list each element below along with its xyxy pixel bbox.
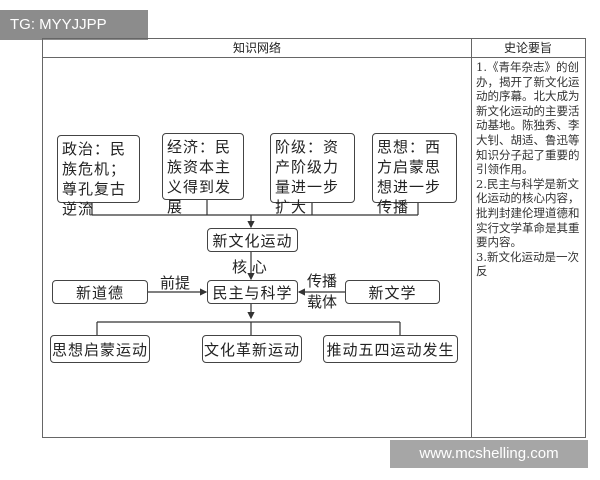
summary-text: 1.《青年杂志》的创办，揭开了新文化运动的序幕。北大成为新文化运动的主要活动基地… <box>476 60 580 279</box>
watermark-top: TG: MYYJJPP <box>0 10 148 40</box>
background-politics-box: 政治：民族危机；尊孔复古逆流 <box>57 135 140 218</box>
premise-label: 前提 <box>160 274 191 292</box>
knowledge-table: 知识网络 史论要旨 1.《青年杂志》的创办，揭开了新文化运动的序幕。北大成为新文… <box>42 38 586 438</box>
democracy-science-box: 民主与科学 <box>207 280 298 304</box>
new-morality-box: 新道德 <box>52 280 148 304</box>
header-history-summary: 史论要旨 <box>471 39 585 58</box>
carrier-label: 载体 <box>307 293 338 311</box>
column-divider <box>471 57 472 437</box>
background-class-box: 阶级：资产阶级力量进一步扩大 <box>270 133 355 216</box>
header-knowledge-network: 知识网络 <box>43 39 472 58</box>
new-literature-box: 新文学 <box>345 280 440 304</box>
new-culture-movement-box: 新文化运动 <box>207 228 298 252</box>
outcome-culture-reform-box: 文化革新运动 <box>202 335 302 363</box>
outcome-enlightenment-box: 思想启蒙运动 <box>50 335 150 363</box>
outcome-may-fourth-box: 推动五四运动发生 <box>323 335 458 363</box>
background-thought-box: 思想：西方启蒙思想进一步传播 <box>372 133 457 216</box>
background-economy-box: 经济：民族资本主义得到发展 <box>162 133 244 216</box>
spread-label: 传播 <box>307 272 338 290</box>
watermark-bottom: www.mcshelling.com <box>390 440 588 468</box>
core-label: 核 心 <box>232 258 267 276</box>
